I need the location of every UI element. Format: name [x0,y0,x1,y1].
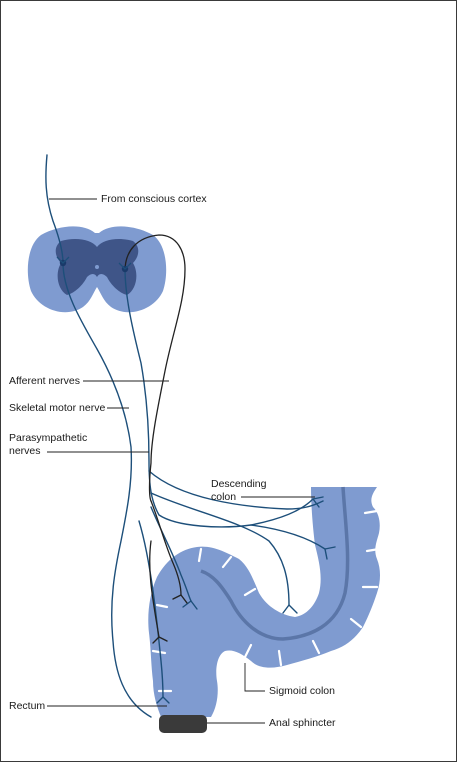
label-sigmoid-colon: Sigmoid colon [269,685,335,697]
cortex-descending-nerve [45,154,152,718]
label-rectum: Rectum [9,700,46,712]
nerve-ending [156,696,170,704]
colon-body [148,487,380,717]
colon [148,486,381,717]
synapse-fork-left [56,256,70,264]
parasympathetic-nerve [124,268,314,528]
synapse-fork-right [118,262,132,270]
parasympathetic-branch-upper [148,470,324,510]
label-afferent-nerves: Afferent nerves [9,375,81,387]
haustra-folds [151,509,381,693]
afferent-nerve-to-rectum [149,540,160,638]
leader-sigmoid [244,663,265,692]
label-descending: Descending [211,478,267,490]
nerve-endings [152,496,336,704]
label-from-cortex: From conscious cortex [101,193,207,205]
leader-lines [47,198,315,724]
nerve-ending [282,604,298,614]
label-skeletal-motor-nerve: Skeletal motor nerve [9,402,106,414]
anal-sphincter-ring [159,715,207,733]
nerves [45,154,326,718]
nerve-ending [152,636,168,644]
label-descending-colon: colon [211,491,237,503]
taenia-band [200,486,350,641]
afferent-nerve-to-sigmoid [150,500,182,596]
central-canal [95,265,99,269]
label-parasympathetic: Parasympathetic [9,432,88,444]
label-anal-sphincter: Anal sphincter [269,717,336,729]
parasympathetic-branch-colon [250,524,326,550]
nerve-ending [172,594,188,604]
spinal-cord-section [27,226,167,313]
nerve-ending [312,496,324,508]
parasympathetic-branch-rectum [138,520,164,698]
nerve-ending [324,546,336,560]
label-parasympathetic-nerves: nerves [9,445,41,457]
afferent-nerve-loop [124,234,186,502]
nerve-ending [182,600,198,610]
parasympathetic-branch-middle [150,492,290,606]
